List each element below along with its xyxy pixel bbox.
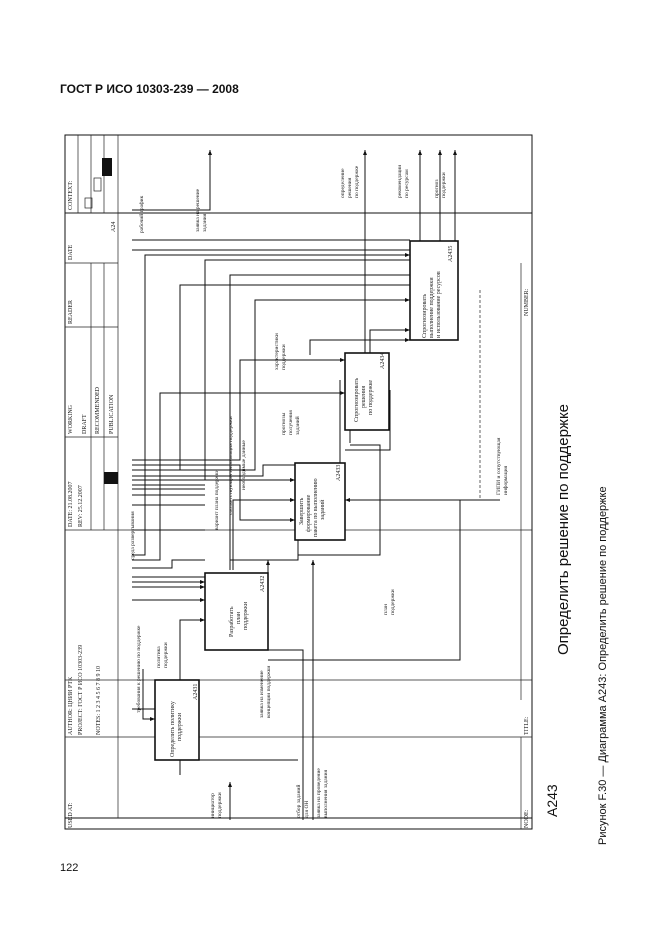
- form-date2: DATE: [68, 244, 74, 260]
- form-draft: DRAFT: [82, 414, 88, 434]
- form-date: DATE: 21.08.2007: [68, 482, 74, 528]
- internal-label-1b: поддержки: [163, 642, 169, 668]
- internal-label-6b: информация: [502, 465, 509, 495]
- internal-label-5b: поддержки: [281, 344, 287, 370]
- activity-box-a2434: [344, 352, 390, 431]
- box-a2434-code: A2434: [380, 353, 386, 369]
- output-label-1a: заявка на решение: [195, 188, 201, 232]
- box-a2434-line-2: решения: [361, 386, 367, 408]
- form-node-label: NODE:: [524, 809, 530, 828]
- internal-label-3a: план: [383, 604, 389, 615]
- box-a2434-line-3: по поддержке: [368, 380, 374, 415]
- box-a2435-line-2: выполнение поддержки: [429, 277, 435, 338]
- form-number-label: NUMBER:: [524, 288, 530, 316]
- output-label-2c: по поддержке: [354, 165, 360, 198]
- internal-label-4a: прогнозы: [281, 412, 287, 435]
- box-a2433-line-1: Завершить: [299, 497, 305, 525]
- input-label-2a: отбор заданий: [295, 785, 302, 818]
- form-frame: [64, 134, 533, 830]
- control-label-3: вариант плана поддержки: [214, 469, 220, 530]
- box-a2431-code: A2431: [193, 684, 199, 700]
- form-reader: READER: [68, 300, 74, 324]
- box-a2435-line-1: Спрогнозировать: [422, 294, 428, 338]
- form-title-label: TITLE:: [524, 716, 530, 735]
- context-marker: [102, 158, 112, 176]
- form-author: AUTHOR: ЦНИИ РТК: [68, 676, 74, 735]
- output-label-1b: задания: [202, 213, 208, 232]
- internal-label-3b: поддержки: [390, 589, 396, 615]
- box-a2431-line-1: Определить политику: [170, 701, 176, 757]
- internal-label-2a: заявка на изменение: [259, 670, 265, 718]
- control-label-4: соответствующая информация поддержки: [227, 416, 234, 515]
- box-a2433-code: A2433: [336, 465, 342, 481]
- control-label-1: требования к решению по поддержке: [135, 625, 142, 713]
- input-label-1b: поддержки: [217, 792, 223, 818]
- box-a2433-line-4: заданий: [319, 499, 326, 520]
- internal-label-5a: характеристики: [274, 333, 280, 370]
- figure-caption: Рисунок F.30 — Диаграмма А243: Определит…: [597, 486, 609, 845]
- box-a2432-line-1: Разработать: [228, 606, 235, 637]
- box-a2432-code: A2432: [260, 576, 266, 592]
- form-title: Определить решение по поддержке: [555, 404, 572, 655]
- input-label-3b: выполнения задания: [323, 769, 329, 818]
- output-label-2b: решения: [347, 177, 353, 198]
- control-label-5: необходимые данные: [240, 440, 247, 490]
- activity-box-a2432: [204, 572, 269, 651]
- box-a2435-code: A2435: [448, 246, 454, 262]
- document-header: ГОСТ Р ИСО 10303-239 — 2008: [60, 82, 239, 96]
- form-publication: PUBLICATION: [109, 394, 115, 434]
- activity-box-a2435: [409, 240, 459, 341]
- activity-box-a2431: [154, 679, 200, 761]
- box-a2431-line-2: поддержки: [177, 712, 183, 741]
- internal-label-4c: заданий: [294, 416, 301, 435]
- form-used-at: USED AT:: [68, 802, 74, 828]
- output-label-4b: поддержки: [441, 172, 447, 198]
- form-context-node: A24: [111, 222, 117, 232]
- internal-label-6a: ГИПИ и сопутствующая: [496, 437, 502, 495]
- form-recommended: RECOMMENDED: [95, 386, 101, 434]
- input-label-1a: инициатор: [210, 793, 216, 818]
- internal-label-4b: получения: [288, 410, 294, 435]
- input-label-2b: для ОН: [304, 801, 310, 818]
- page-number: 122: [60, 862, 79, 874]
- form-project: PROJECT: ГОСТ Р ИСО 10303-239: [78, 645, 84, 735]
- box-a2432-line-3: поддержки: [243, 601, 249, 630]
- activity-box-a2433: [294, 462, 346, 541]
- control-label-2: среда развертывания: [130, 511, 136, 560]
- publication-marker: [104, 472, 118, 484]
- output-label-3a: рекомендации: [397, 165, 403, 198]
- form-rev: REV: 25.12.2007: [78, 485, 84, 527]
- box-a2433-line-3: пакета по выполнению: [313, 478, 319, 537]
- box-a2433-line-2: формирование: [305, 494, 312, 532]
- form-notes: NOTES: 1 2 3 4 5 6 7 8 9 10: [96, 666, 102, 735]
- internal-label-1a: политика: [156, 646, 162, 668]
- internal-label-7: рабочий график: [138, 195, 145, 233]
- internal-label-2b: концепции поддержки: [266, 666, 272, 718]
- box-a2432-line-2: план: [236, 611, 242, 624]
- input-label-3a: заявка на проведение: [316, 768, 322, 818]
- box-a2435-line-3: и использование ресурсов: [436, 271, 442, 338]
- output-label-2a: определение: [340, 168, 346, 198]
- output-label-3b: по ресурсам: [404, 169, 410, 198]
- form-context: CONTEXT:: [68, 180, 74, 210]
- form-working: WORKING: [68, 404, 74, 434]
- form-node: A243: [544, 784, 560, 817]
- box-a2434-line-1: Спрогнозировать: [354, 378, 360, 422]
- output-label-4a: прогноз: [434, 179, 440, 198]
